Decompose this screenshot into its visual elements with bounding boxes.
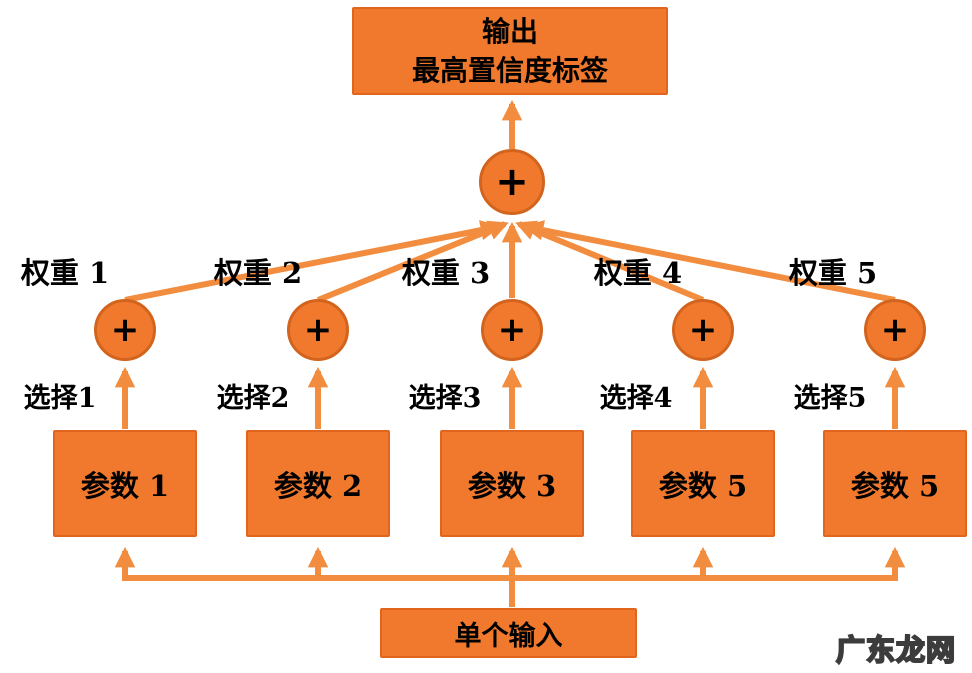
param-box-2-label: 参数 2 (273, 468, 363, 503)
watermark: 广东龙网 (835, 632, 956, 668)
arrow-branch2-to-aggregator (316, 220, 509, 303)
select-label-1: 选择1 (23, 383, 97, 414)
param-box-4: 参数 5 (631, 430, 775, 537)
arrow-branch5-to-aggregator (522, 220, 896, 303)
op-sum-node-2: + (287, 299, 349, 361)
op-sum-node-4: + (672, 299, 734, 361)
weight-label-2: 权重 2 (213, 256, 303, 290)
arrow-branch4-to-aggregator (515, 220, 705, 303)
param-box-5-label: 参数 5 (850, 468, 940, 503)
weight-label-5: 权重 5 (788, 256, 878, 290)
weight-label-3: 权重 3 (401, 256, 491, 290)
output-box-line1: 输出 (481, 15, 538, 48)
param-box-3: 参数 3 (440, 430, 584, 537)
param-box-3-label: 参数 3 (467, 468, 557, 503)
select-label-3: 选择3 (408, 383, 482, 414)
param-box-1: 参数 1 (53, 430, 197, 537)
weight-label-1: 权重 1 (20, 256, 110, 290)
param-box-5: 参数 5 (823, 430, 967, 537)
aggregator-sum-node: + (479, 149, 545, 215)
arrow-branch1-to-aggregator (124, 220, 502, 303)
select-label-4: 选择4 (599, 383, 673, 414)
op-sum-node-3: + (481, 299, 543, 361)
param-box-4-label: 参数 5 (658, 468, 748, 503)
select-label-2: 选择2 (216, 383, 290, 414)
op-sum-node-1: + (94, 299, 156, 361)
param-box-1-label: 参数 1 (80, 468, 170, 503)
connector-group (114, 99, 906, 607)
output-box: 输出 最高置信度标签 (352, 7, 668, 95)
select-label-5: 选择5 (793, 383, 867, 414)
op-sum-node-5: + (864, 299, 926, 361)
param-box-2: 参数 2 (246, 430, 390, 537)
output-box-line2: 最高置信度标签 (411, 54, 608, 87)
weight-label-4: 权重 4 (593, 256, 683, 290)
input-box-label: 单个输入 (454, 620, 563, 652)
input-box: 单个输入 (380, 608, 637, 658)
